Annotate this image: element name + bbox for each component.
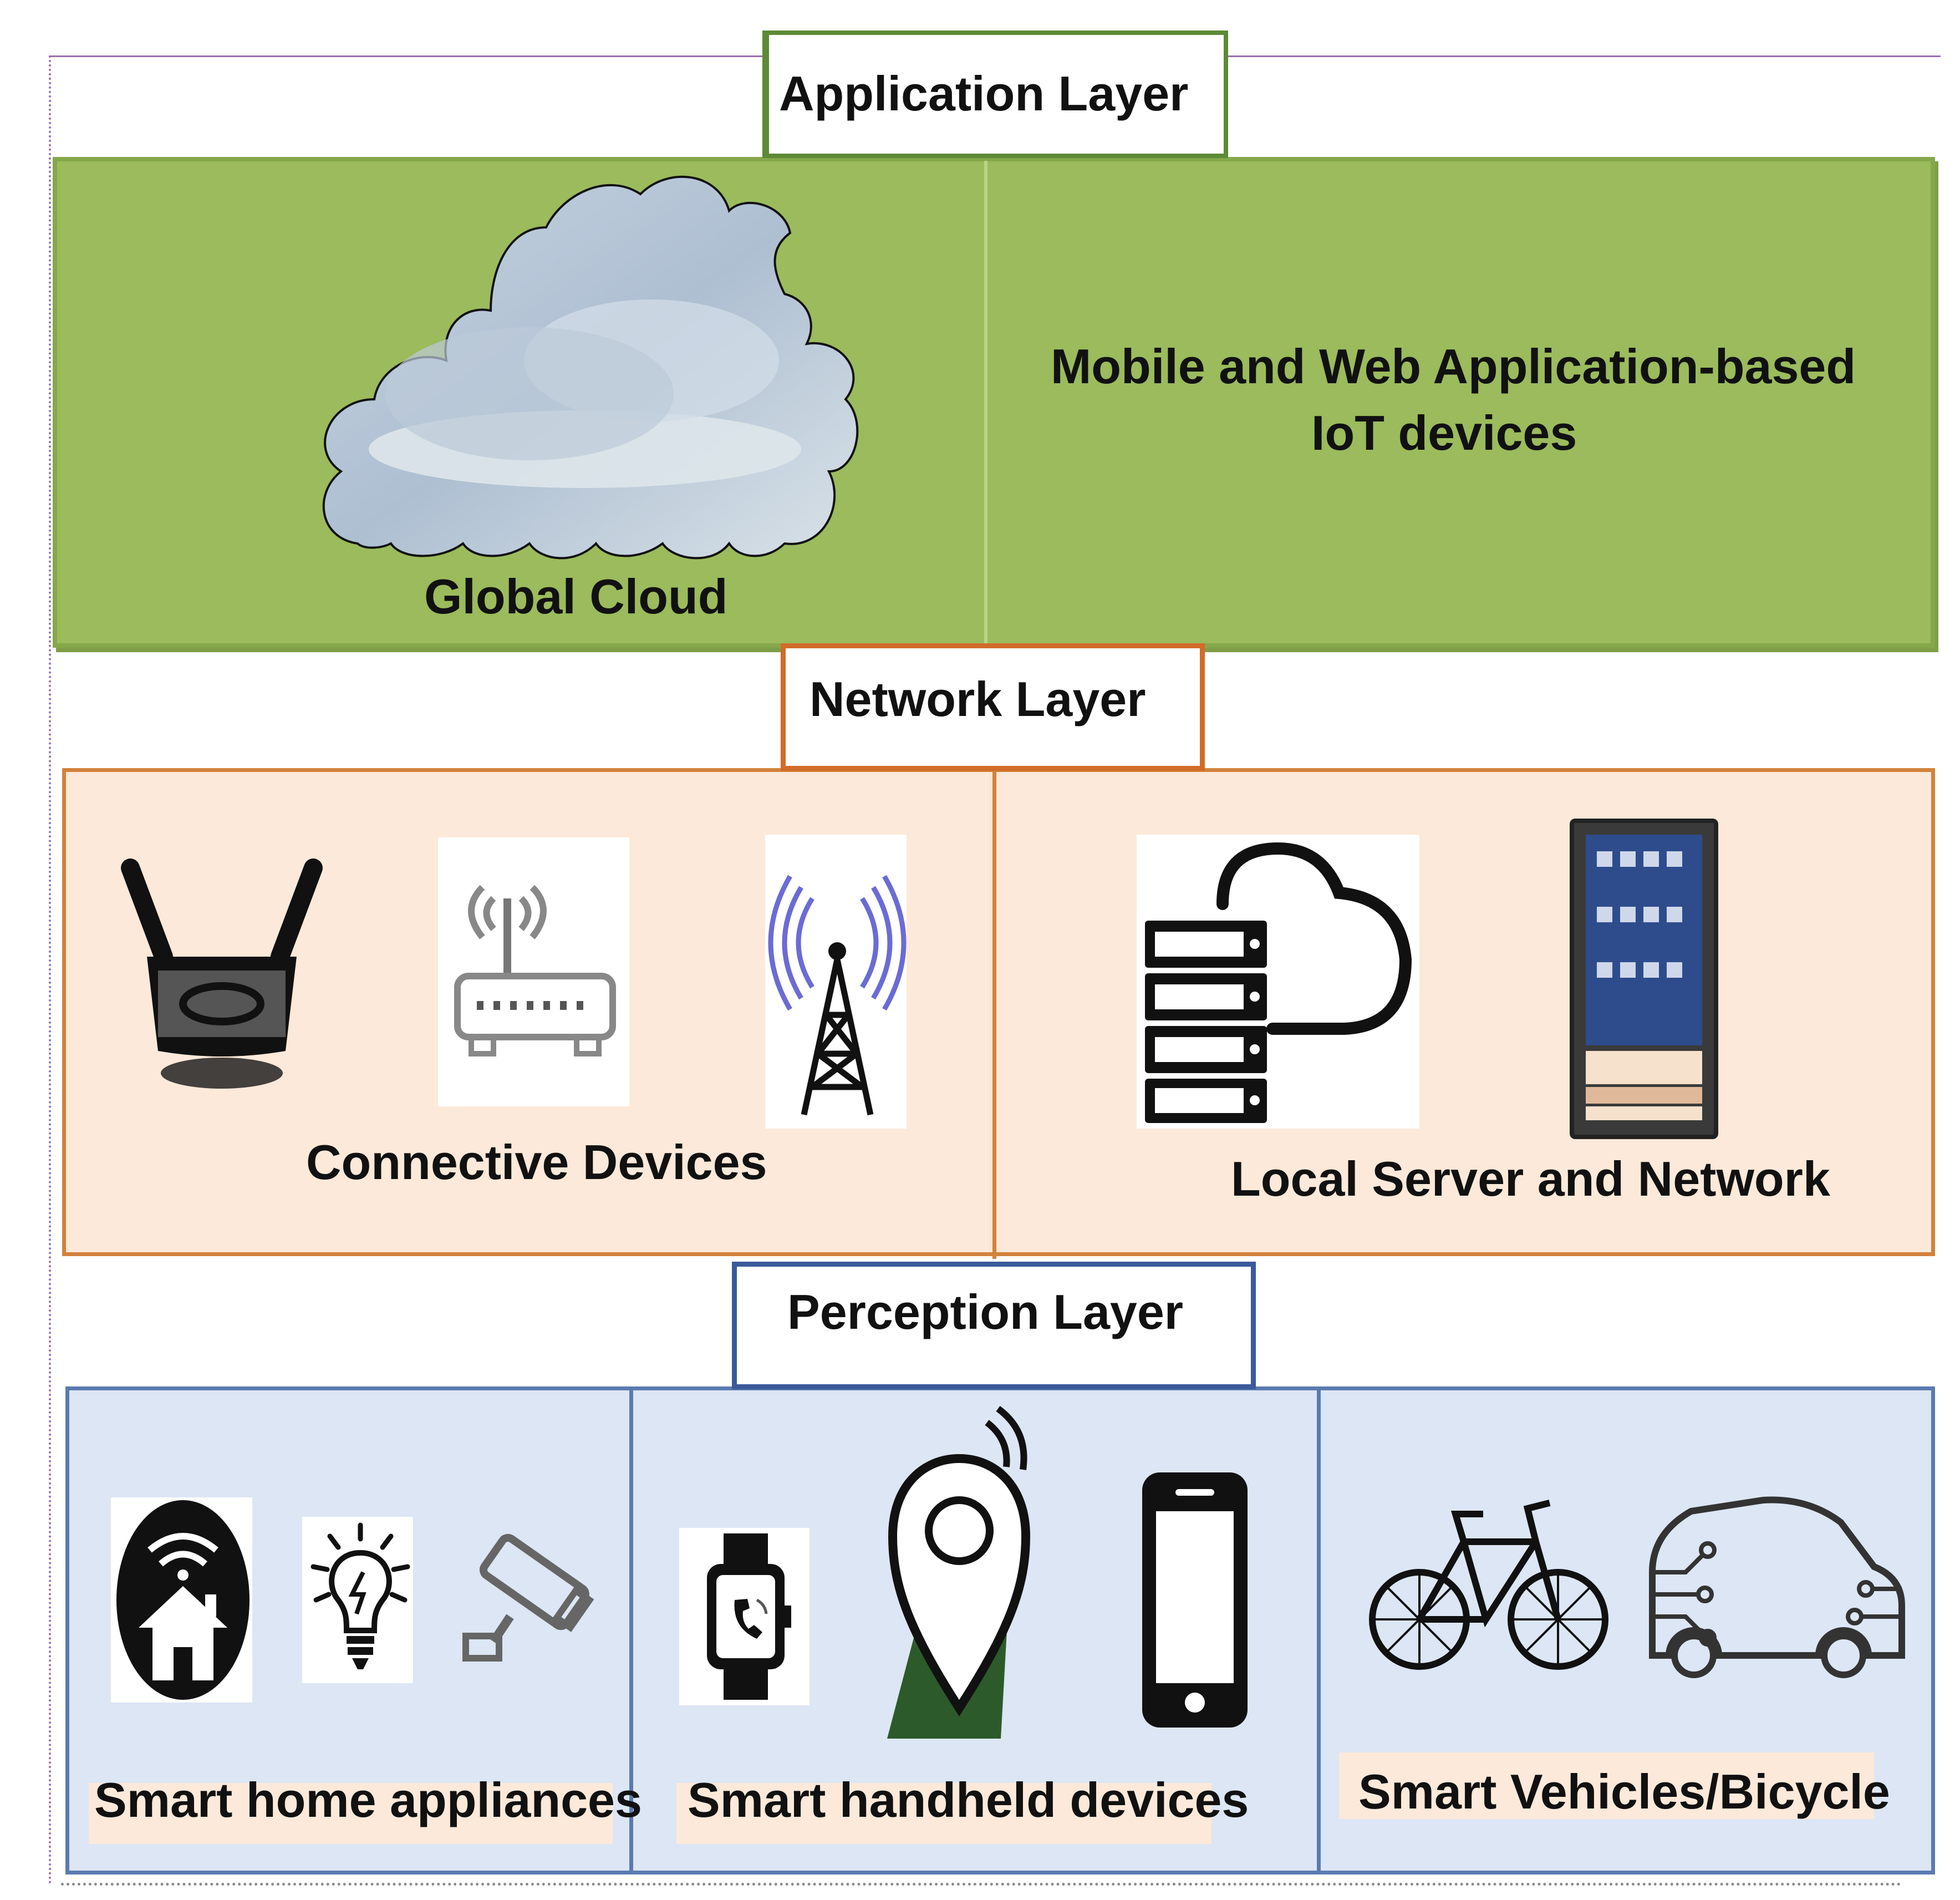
security-camera-icon (462, 1533, 594, 1662)
wifi-router-card (438, 837, 629, 1106)
global-cloud-label: Global Cloud (424, 569, 728, 624)
connective-devices-label: Connective Devices (306, 1135, 767, 1190)
application-layer-divider (984, 161, 987, 643)
network-layer-title: Network Layer (810, 672, 1146, 727)
server-rack-icon (1570, 819, 1718, 1139)
bicycle-icon (1369, 1500, 1608, 1670)
application-layer-title-box (762, 31, 1228, 158)
perception-divider-2 (1317, 1389, 1321, 1874)
smart-bulb-icon (310, 1522, 410, 1669)
map-location-icon (887, 1406, 1031, 1739)
local-server-network-label: Local Server and Network (1231, 1151, 1830, 1206)
global-cloud-icon (322, 175, 859, 560)
smart-handheld-devices-label: Smart handheld devices (688, 1772, 1249, 1827)
network-layer-divider (992, 771, 996, 1259)
router-icon (121, 858, 323, 1089)
perception-layer-title: Perception Layer (787, 1284, 1184, 1339)
mobile-web-app-label-line1: Mobile and Web Application-based (1051, 339, 1856, 394)
antenna-tower-icon (768, 875, 907, 1116)
network-layer-title-box (781, 643, 1205, 771)
wifi-router-icon (454, 885, 616, 1056)
smart-car-icon (1649, 1496, 1905, 1678)
smartwatch-icon (707, 1533, 791, 1700)
smart-handheld-label-bg (676, 1783, 1211, 1844)
smartphone-icon (1142, 1472, 1248, 1728)
perception-layer-title-box (732, 1262, 1256, 1389)
mobile-web-app-label-line2: IoT devices (1311, 405, 1577, 460)
diagram-frame-bottom (61, 1883, 1902, 1886)
perception-divider-1 (629, 1389, 633, 1874)
smart-vehicles-label-bg (1339, 1752, 1874, 1819)
smart-home-icon (116, 1500, 250, 1700)
smart-home-label-bg (89, 1783, 613, 1844)
application-layer-title: Application Layer (779, 66, 1189, 121)
smart-vehicles-bicycle-label: Smart Vehicles/Bicycle (1358, 1764, 1890, 1819)
smart-home-appliances-label: Smart home appliances (94, 1772, 642, 1827)
server-cloud-icon (1145, 842, 1412, 1123)
